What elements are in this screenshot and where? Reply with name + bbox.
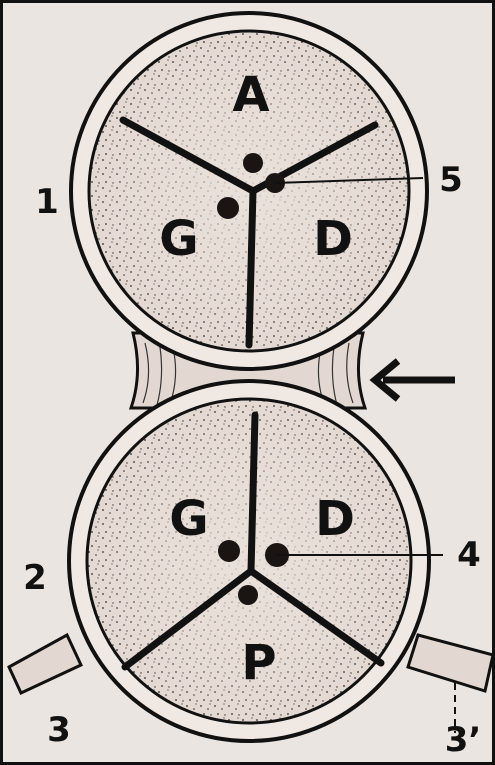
- valve-label-1: 1: [35, 182, 59, 222]
- lower-cusp-label-p: P: [241, 635, 276, 691]
- upper-cusp-label-a: A: [232, 67, 269, 123]
- lower-cusp-label-d: D: [315, 491, 355, 547]
- label-3-prime: 3’: [445, 720, 482, 760]
- lower-cusp-label-g: G: [169, 491, 208, 547]
- upper-cusp-label-d: D: [313, 211, 353, 267]
- left-vessel-stub: [9, 635, 81, 693]
- label-4: 4: [457, 535, 481, 575]
- upper-cusp-label-g: G: [159, 211, 198, 267]
- heart-valves-diagram: A G D G D P 1 2 3 3’ 5 4: [3, 3, 495, 765]
- right-vessel-stub: [408, 635, 493, 691]
- left-arrow-icon: [375, 361, 455, 399]
- label-3: 3: [47, 710, 71, 750]
- label-5: 5: [439, 160, 463, 200]
- valve-label-2: 2: [23, 558, 47, 598]
